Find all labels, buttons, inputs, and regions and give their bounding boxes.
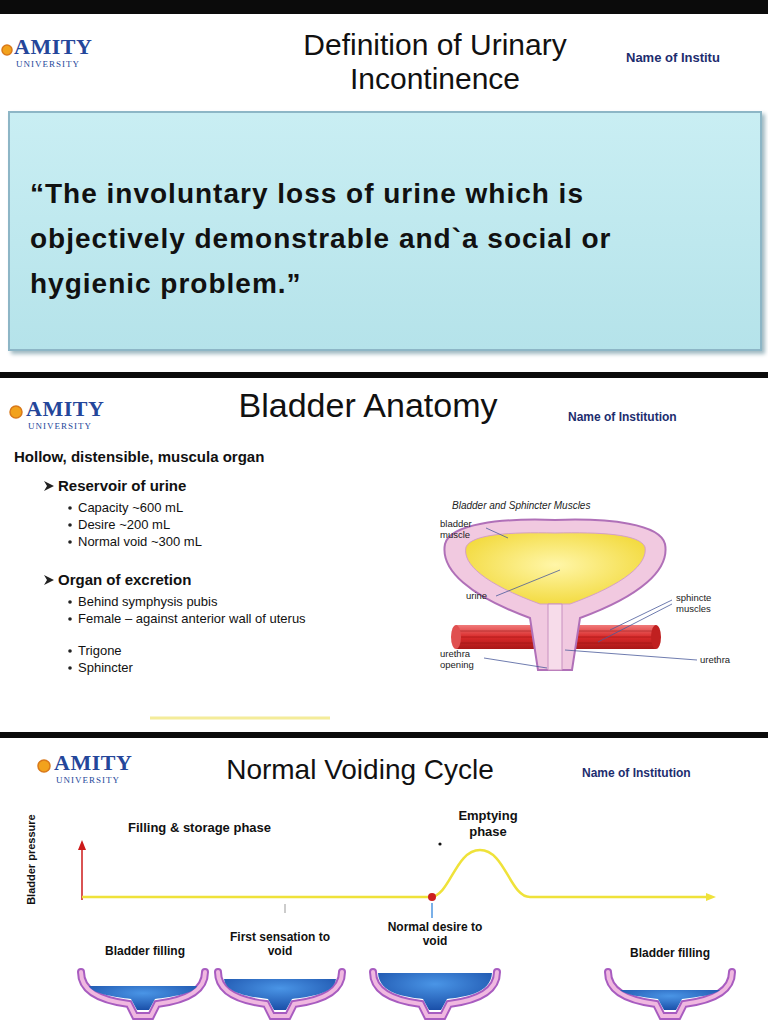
logo-sun: [2, 45, 12, 55]
slide-panel: AMITYUNIVERSITY Bladder AnatomyName of In…: [0, 378, 768, 732]
slide-title: Definition of Urinary Incontinence: [250, 28, 620, 95]
dot-bullet: [68, 617, 72, 621]
stage-label: Normal desire to void: [385, 920, 485, 949]
urethra-tube: [548, 604, 562, 670]
logo-sun: [38, 760, 50, 772]
bladder-illustration: [0, 378, 768, 732]
leader-line: [496, 570, 560, 596]
sphincter-end: [451, 625, 461, 649]
part-label: sphincte muscles: [676, 592, 726, 615]
slide-title: Normal Voiding Cycle: [180, 754, 540, 785]
underline: [150, 717, 330, 720]
part-label: bladder muscle: [440, 518, 484, 541]
void-point: [428, 893, 436, 901]
axis-arrowhead: [78, 840, 86, 850]
logo-subtext: UNIVERSITY: [16, 59, 80, 69]
logo-sun: [10, 406, 22, 418]
bladder-muscle-wall: [444, 520, 665, 670]
dot-bullet: [68, 540, 72, 544]
urine-level: [378, 973, 492, 1010]
bladder-icon: [373, 972, 497, 1016]
definition-box: “The involuntary loss of urine which is …: [8, 111, 762, 351]
bladder-wall: [373, 972, 497, 1016]
phase-label: Filling & storage phase: [128, 820, 348, 836]
tick: [431, 903, 433, 918]
urine-level: [224, 979, 336, 1010]
logo-subtext: UNIVERSITY: [28, 421, 92, 431]
logo-text: AMITY: [54, 752, 132, 774]
slide-panel: AMITYUNIVERSITY Definition of Urinary Inc…: [0, 14, 768, 372]
stage-label: First sensation to void: [230, 930, 330, 959]
bladder-icon: [81, 972, 205, 1016]
urine-level: [89, 986, 197, 1010]
tick: [284, 904, 286, 913]
institution-name: Name of Institution: [568, 410, 677, 424]
urine-fill: [466, 533, 646, 604]
leader-line: [610, 600, 672, 630]
bullet-heading: Reservoir of urine: [58, 477, 358, 495]
bladder-wall: [81, 972, 205, 1016]
logo-subtext: UNIVERSITY: [56, 775, 120, 785]
part-label: urine: [466, 590, 506, 601]
slide-heading: Hollow, distensible, muscula organ: [14, 448, 374, 466]
slide-panel: AMITYUNIVERSITY Normal Voiding Cycle Name …: [0, 738, 768, 1024]
dot-bullet: [68, 523, 72, 527]
leader-lines: [484, 528, 697, 668]
pressure-curve: [82, 850, 708, 897]
bullet-item: Normal void ~300 mL: [78, 534, 358, 550]
bullet-item: Behind symphysis pubis: [78, 594, 358, 610]
logo-text: AMITY: [14, 36, 92, 58]
slide-title: Bladder Anatomy: [168, 386, 568, 424]
dot-bullet: [68, 666, 72, 670]
curve-arrowhead: [706, 893, 716, 901]
figure-caption: Bladder and Sphincter Muscles: [452, 500, 672, 512]
dot-bullet: [68, 600, 72, 604]
part-label: urethra: [700, 654, 750, 665]
bladder-icon: [608, 972, 732, 1016]
leader-line: [486, 528, 508, 538]
definition-text: “The involuntary loss of urine which is …: [30, 171, 660, 306]
urine-level: [620, 990, 720, 1010]
dot-bullets: [68, 506, 72, 670]
bullet-item: Desire ~200 mL: [78, 517, 358, 533]
bladder-wall: [608, 972, 732, 1016]
bladder-wall: [608, 972, 732, 1016]
dot: [438, 842, 441, 845]
leader-line: [565, 650, 697, 660]
dot-bullet: [68, 649, 72, 653]
stage-label: Bladder filling: [85, 944, 205, 958]
arrow-bullet: [44, 575, 54, 585]
bladder-icon: [218, 972, 342, 1016]
bladder-wall: [81, 972, 205, 1016]
leader-line: [598, 604, 672, 642]
bladder-wall: [218, 972, 342, 1016]
pressure-axis: [81, 848, 83, 900]
stage-label: Bladder filling: [610, 946, 730, 960]
axis-label: Bladder pressure: [25, 810, 38, 910]
bullet-item: Sphincter: [78, 660, 358, 676]
bladder-wall: [218, 972, 342, 1016]
dot-bullet: [68, 506, 72, 510]
arrow-bullet: [44, 481, 54, 491]
sphincter-end: [651, 625, 661, 649]
bullet-item: Capacity ~600 mL: [78, 500, 358, 516]
bullet-item: Female – against anterior wall of uterus: [78, 611, 343, 627]
bullet-heading: Organ of excretion: [58, 571, 358, 589]
bladder-wall: [373, 972, 497, 1016]
part-label: urethra opening: [440, 648, 484, 671]
institution-name: Name of Institution: [582, 766, 691, 780]
phase-label: Emptying phase: [452, 808, 524, 839]
institution-name: Name of Institu: [626, 50, 720, 65]
leader-line: [484, 658, 547, 668]
logo-text: AMITY: [26, 398, 104, 420]
bullet-item: Trigone: [78, 643, 358, 659]
